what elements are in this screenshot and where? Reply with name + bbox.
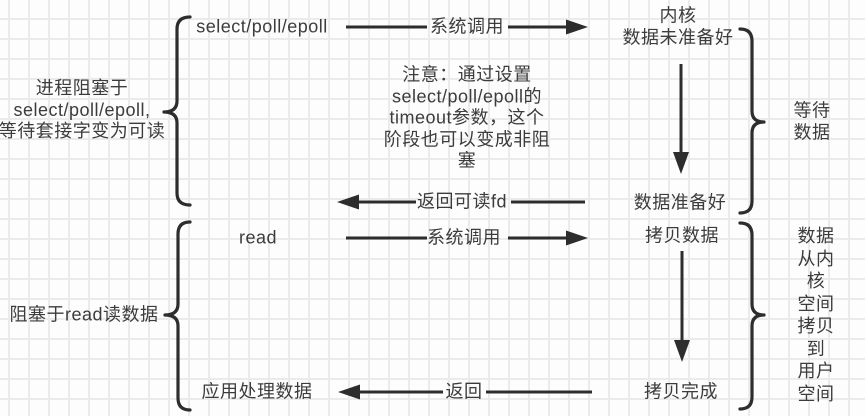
- copy-progress-arrow-down-icon: [674, 251, 690, 362]
- return-arrow-label: 返回: [445, 381, 483, 402]
- process-blocked-label: 进程阻塞于 select/poll/epoll, 等待套接字变为可读: [0, 77, 166, 141]
- phase2-left-brace: [163, 220, 192, 412]
- copy-data-label: 拷贝数据: [645, 225, 719, 246]
- syscall-arrow-2-right-icon: [346, 230, 588, 246]
- select-poll-epoll-label: select/poll/epoll: [196, 16, 328, 37]
- return-fd-arrow-label: 返回可读fd: [416, 191, 508, 212]
- wait-data-label: 等待数据: [793, 100, 831, 143]
- app-process-data-label: 应用处理数据: [201, 381, 313, 402]
- return-arrow-left-icon: [338, 384, 592, 400]
- kernel-to-user-copy-label: 数据从内核 空间拷贝到 用户空间: [797, 226, 835, 404]
- read-call-label: read: [238, 227, 278, 248]
- data-ready-label: 数据准备好: [633, 192, 727, 213]
- wait-progress-arrow-down-icon: [673, 64, 689, 174]
- syscall-arrow-label-2: 系统调用: [427, 227, 501, 248]
- syscall-arrow-1-right-icon: [346, 19, 588, 35]
- phase1-left-brace: [162, 15, 192, 207]
- blocked-on-read-label: 阻塞于read读数据: [9, 304, 159, 325]
- syscall-arrow-label-1: 系统调用: [430, 16, 504, 37]
- phase1-right-brace: [738, 27, 766, 215]
- phase2-right-brace: [738, 221, 766, 411]
- kernel-not-ready-label: 内核 数据未准备好: [622, 5, 734, 48]
- timeout-note-text: 注意：通过设置 select/poll/epoll的 timeout参数，这个 …: [383, 64, 551, 171]
- copy-done-label: 拷贝完成: [644, 381, 718, 402]
- return-fd-arrow-left-icon: [337, 194, 585, 210]
